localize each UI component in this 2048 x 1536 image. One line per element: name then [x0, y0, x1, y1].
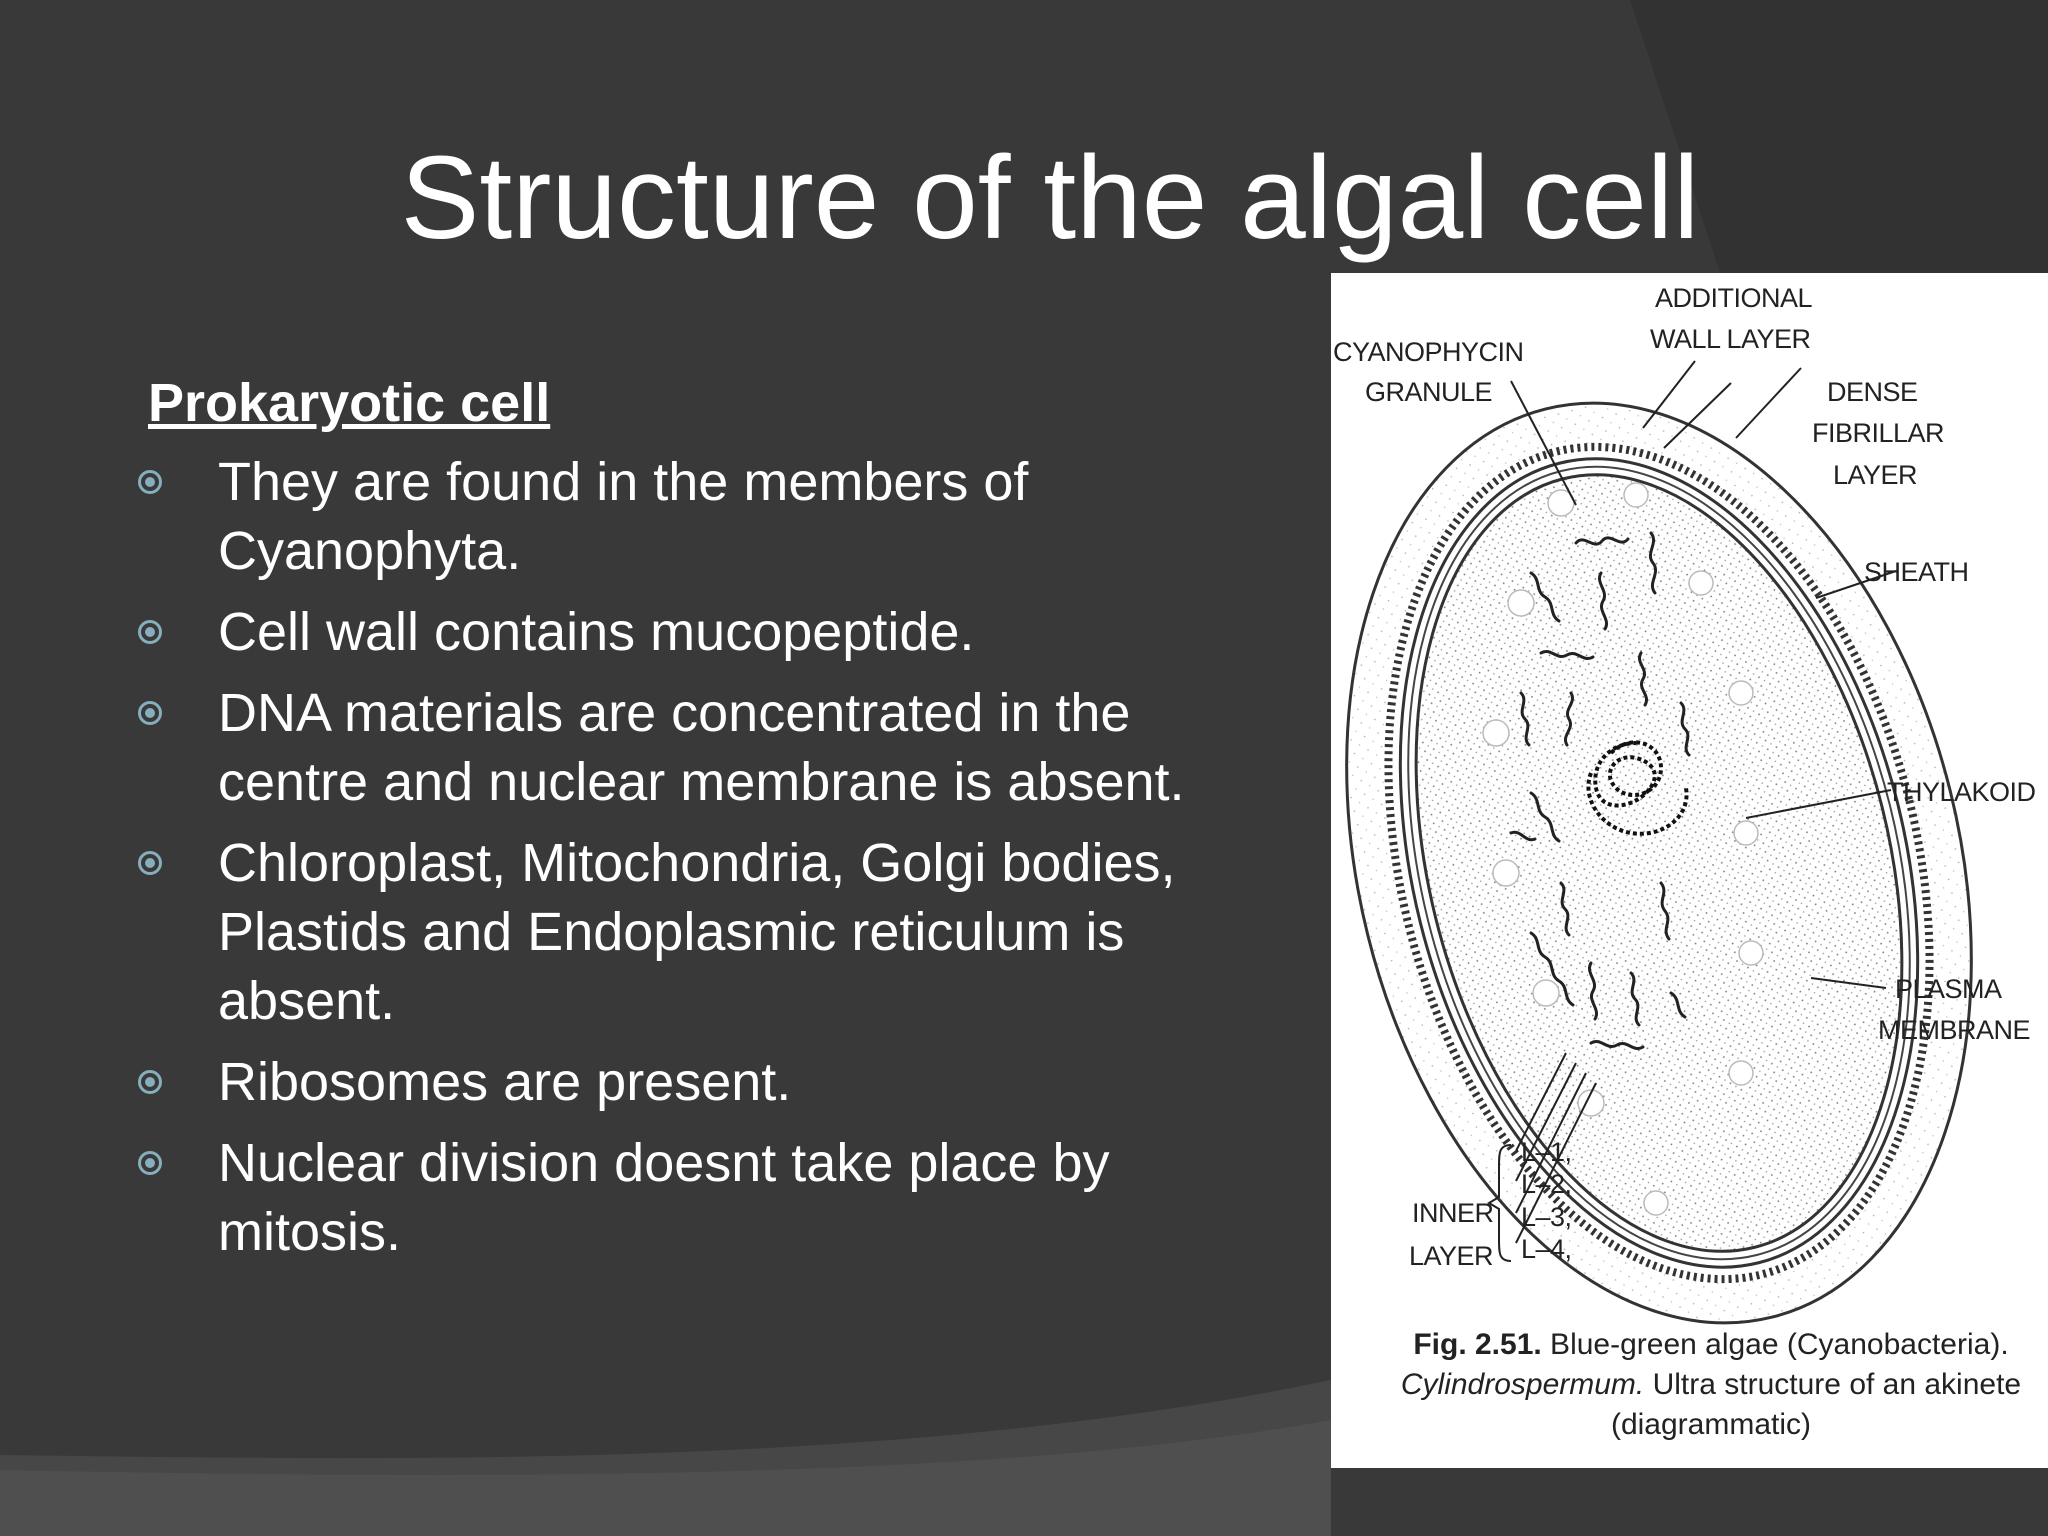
label-plasma-2: MEMBRANE [1878, 1015, 2031, 1045]
bullet-text: DNA materials are concentrated in the ce… [218, 683, 1185, 812]
label-dense-1: DENSE [1827, 377, 1918, 407]
caption-text-1: Blue-green algae (Cyanobacteria). [1541, 1328, 2009, 1361]
label-dense-3: LAYER [1833, 460, 1918, 490]
content-area: Prokaryotic cell They are found in the m… [130, 370, 1230, 1279]
background-corner-shape [1630, 0, 2048, 273]
bullet-item: Cell wall contains mucopeptide. [130, 598, 1230, 667]
bullet-text: They are found in the members of Cyanoph… [218, 452, 1029, 581]
caption-line-2: Cylindrospermum. Ultra structure of an a… [1391, 1365, 2031, 1405]
background-bottom-wave-light [0, 1420, 1331, 1536]
circle-dot-icon [138, 1070, 162, 1094]
label-sheath: SHEATH [1864, 557, 1969, 587]
label-inner-2: LAYER [1409, 1241, 1494, 1271]
label-l3: L–3, [1521, 1202, 1572, 1232]
caption-text-2: Ultra structure of an akinete [1644, 1368, 2022, 1401]
circle-dot-icon [138, 701, 162, 725]
circle-dot-icon [138, 1151, 162, 1175]
bullet-item: They are found in the members of Cyanoph… [130, 448, 1230, 586]
bullet-item: DNA materials are concentrated in the ce… [130, 679, 1230, 817]
figure-caption: Fig. 2.51. Blue-green algae (Cyanobacter… [1391, 1325, 2031, 1445]
label-leader-lines [1487, 360, 1897, 1262]
label-additional-2: WALL LAYER [1650, 324, 1811, 354]
label-dense-2: FIBRILLAR [1812, 418, 1945, 448]
thylakoids [1509, 531, 1691, 1050]
label-cyanophycin-2: GRANULE [1365, 377, 1493, 407]
bullet-text: Ribosomes are present. [218, 1052, 792, 1112]
label-thylakoid: THYLAKOID [1887, 777, 2036, 807]
cyanophycin-granules [1482, 482, 1764, 1216]
caption-fig-number: Fig. 2.51. [1413, 1328, 1542, 1361]
label-plasma-1: PLASMA [1895, 974, 2002, 1004]
slide-title: Structure of the algal cell [400, 132, 1700, 264]
bullet-item: Ribosomes are present. [130, 1048, 1230, 1117]
label-l1: L–1, [1521, 1137, 1572, 1167]
dna-nucleoid [1586, 740, 1689, 836]
akinete-diagram [1345, 360, 1973, 1325]
label-cyanophycin-1: CYANOPHYCIN [1333, 337, 1524, 367]
bullet-list: They are found in the members of Cyanoph… [130, 448, 1230, 1267]
subheading: Prokaryotic cell [148, 373, 551, 433]
bullet-item: Chloroplast, Mitochondria, Golgi bodies,… [130, 829, 1230, 1036]
caption-line-1: Fig. 2.51. Blue-green algae (Cyanobacter… [1391, 1325, 2031, 1365]
akinete-figure: CYANOPHYCIN GRANULE ADDITIONAL WALL LAYE… [1331, 273, 2048, 1468]
circle-dot-icon [138, 851, 162, 875]
circle-dot-icon [138, 470, 162, 494]
label-inner-1: INNER [1412, 1198, 1494, 1228]
bullet-item: Nuclear division doesnt take place by mi… [130, 1129, 1230, 1267]
bullet-text: Chloroplast, Mitochondria, Golgi bodies,… [218, 833, 1176, 1031]
wall-layer-2 [1407, 465, 1911, 1261]
label-l4: L–4, [1521, 1234, 1572, 1264]
wall-layer-1 [1398, 457, 1920, 1269]
caption-species: Cylindrospermum. [1400, 1368, 1645, 1401]
label-l2: L–2, [1521, 1169, 1572, 1199]
caption-line-3: (diagrammatic) [1610, 1408, 1812, 1441]
label-additional-1: ADDITIONAL [1655, 283, 1813, 313]
bullet-text: Cell wall contains mucopeptide. [218, 602, 975, 662]
bullet-text: Nuclear division doesnt take place by mi… [218, 1133, 1110, 1262]
circle-dot-icon [138, 620, 162, 644]
